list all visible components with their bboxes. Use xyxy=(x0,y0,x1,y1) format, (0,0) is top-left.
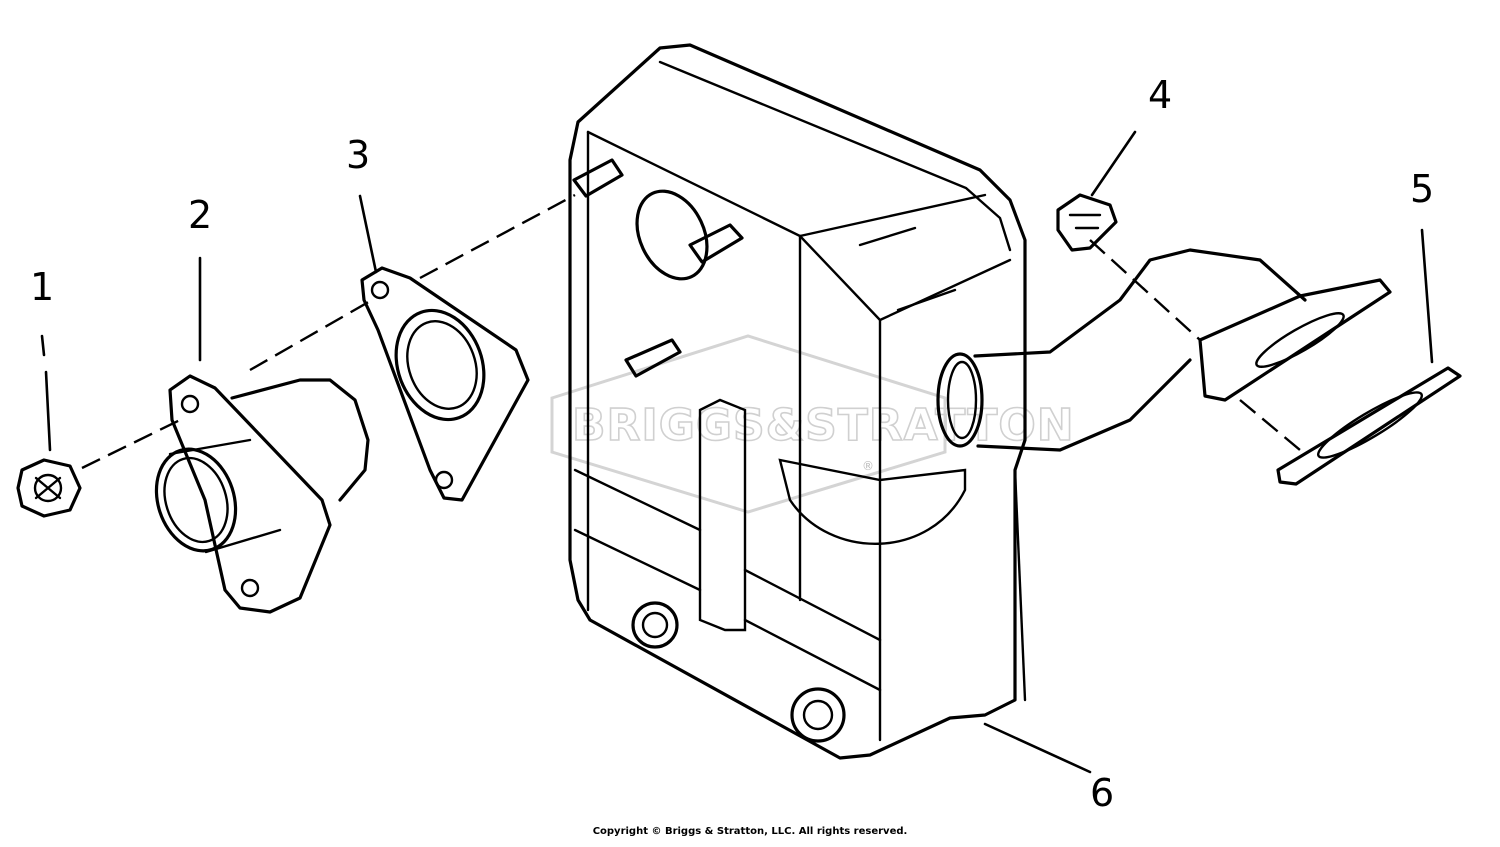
callout-1: 1 xyxy=(30,265,54,309)
callout-6: 6 xyxy=(1090,771,1114,815)
callout-5: 5 xyxy=(1410,167,1434,211)
watermark-text: BRIGGS&STRATTON xyxy=(572,400,1075,451)
part-5-outlet-gasket[interactable] xyxy=(1276,366,1462,486)
callout-4: 4 xyxy=(1148,73,1172,117)
exhaust-outlet-pipe[interactable] xyxy=(936,248,1392,452)
callout-3: 3 xyxy=(346,133,370,177)
brand-watermark: BRIGGS&STRATTON ® xyxy=(550,334,1075,514)
part-2-exhaust-adapter[interactable] xyxy=(144,374,370,614)
callout-2: 2 xyxy=(188,193,212,237)
callout-labels: 1 2 3 4 5 6 xyxy=(30,73,1434,815)
part-1-nut[interactable] xyxy=(16,458,82,518)
part-4-clip[interactable] xyxy=(1056,193,1118,252)
part-3-gasket[interactable] xyxy=(360,266,530,502)
part-6-muffler[interactable] xyxy=(568,43,1027,760)
watermark-registered-mark: ® xyxy=(862,459,874,473)
callout-leader-lines xyxy=(40,130,1434,774)
assembly-guide-lines xyxy=(81,193,1301,470)
copyright-notice: Copyright © Briggs & Stratton, LLC. All … xyxy=(592,826,908,837)
